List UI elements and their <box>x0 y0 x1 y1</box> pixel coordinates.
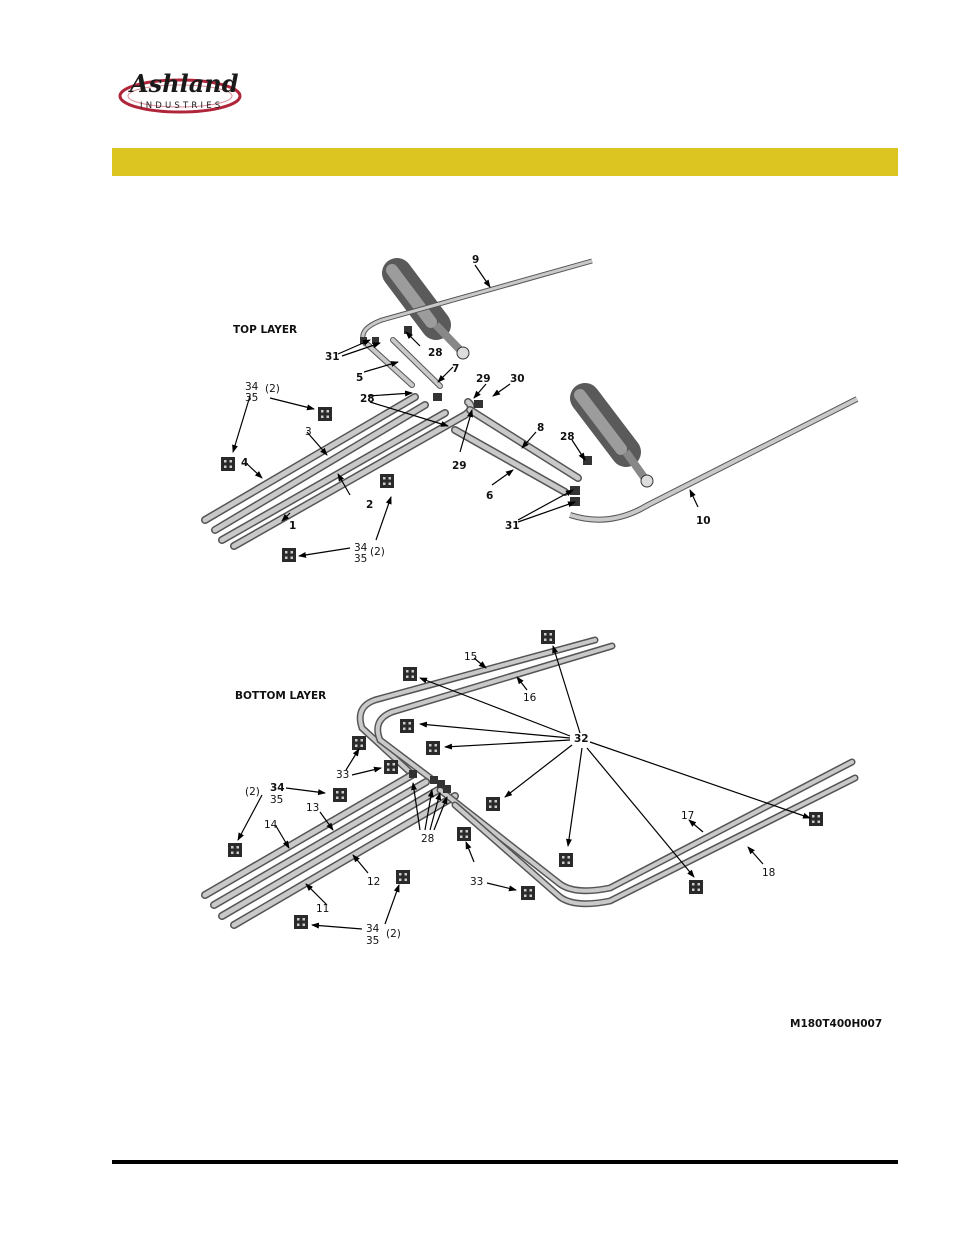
top-layer-drawing <box>201 258 859 562</box>
callout-10: 10 <box>696 515 711 527</box>
callout-34-upper: 34 <box>245 381 259 393</box>
callout-34-bottom-upper: 34 <box>270 782 285 794</box>
callout-31-lower: 31 <box>505 520 520 532</box>
callout-34-bottom-lower: 34 <box>366 923 380 935</box>
hydraulic-cylinder-upper <box>382 258 470 360</box>
callout-9: 9 <box>472 254 479 266</box>
callout-33-upper: 33 <box>336 769 349 781</box>
callout-35-bottom-upper: 35 <box>270 794 283 806</box>
callout-12: 12 <box>367 876 380 888</box>
callout-29-lower: 29 <box>452 460 467 472</box>
callout-29-upper: 29 <box>476 373 491 385</box>
drawing-number: M180T400H007 <box>790 1018 883 1030</box>
callout-11: 11 <box>316 903 329 915</box>
callout-28-middle: 28 <box>360 393 375 405</box>
callout-28-right: 28 <box>560 431 575 443</box>
callout-2: 2 <box>366 499 373 511</box>
callout-4: 4 <box>241 457 248 469</box>
callout-35-upper: 35 <box>245 392 258 404</box>
svg-text:Ashland: Ashland <box>128 69 239 98</box>
bottom-layer-drawing <box>201 630 859 930</box>
callout-8: 8 <box>537 422 544 434</box>
callout-18: 18 <box>762 867 775 879</box>
callout-35-lower: 35 <box>354 553 367 565</box>
qty-2-bottom-upper: (2) <box>245 786 260 798</box>
callout-32: 32 <box>574 733 589 745</box>
callout-34-lower: 34 <box>354 542 368 554</box>
callout-33-lower: 33 <box>470 876 483 888</box>
ashland-industries-logo: Ashland INDUSTRIES <box>118 69 242 114</box>
callout-35-bottom-lower: 35 <box>366 935 379 947</box>
footer-rule <box>112 1160 898 1164</box>
callout-28-upper: 28 <box>428 347 443 359</box>
top-layer-title: TOP LAYER <box>233 324 297 336</box>
qty-2-lower: (2) <box>370 546 385 558</box>
callout-3: 3 <box>305 426 312 438</box>
callout-5: 5 <box>356 372 363 384</box>
callout-31-upper: 31 <box>325 351 340 363</box>
qty-2-upper: (2) <box>265 383 280 395</box>
callout-6: 6 <box>486 490 493 502</box>
bottom-layer-title: BOTTOM LAYER <box>235 690 326 702</box>
callout-15: 15 <box>464 651 477 663</box>
qty-2-bottom-lower: (2) <box>386 928 401 940</box>
callout-30: 30 <box>510 373 525 385</box>
callout-13: 13 <box>306 802 319 814</box>
callout-17: 17 <box>681 810 694 822</box>
callout-1: 1 <box>289 520 296 532</box>
svg-text:INDUSTRIES: INDUSTRIES <box>140 101 223 111</box>
hydraulic-cylinder-lower <box>570 383 654 488</box>
callout-7: 7 <box>452 363 459 375</box>
section-header-bar <box>112 148 898 176</box>
callout-28-bottom: 28 <box>421 833 434 845</box>
callout-14: 14 <box>264 819 278 831</box>
callout-16: 16 <box>523 692 537 704</box>
